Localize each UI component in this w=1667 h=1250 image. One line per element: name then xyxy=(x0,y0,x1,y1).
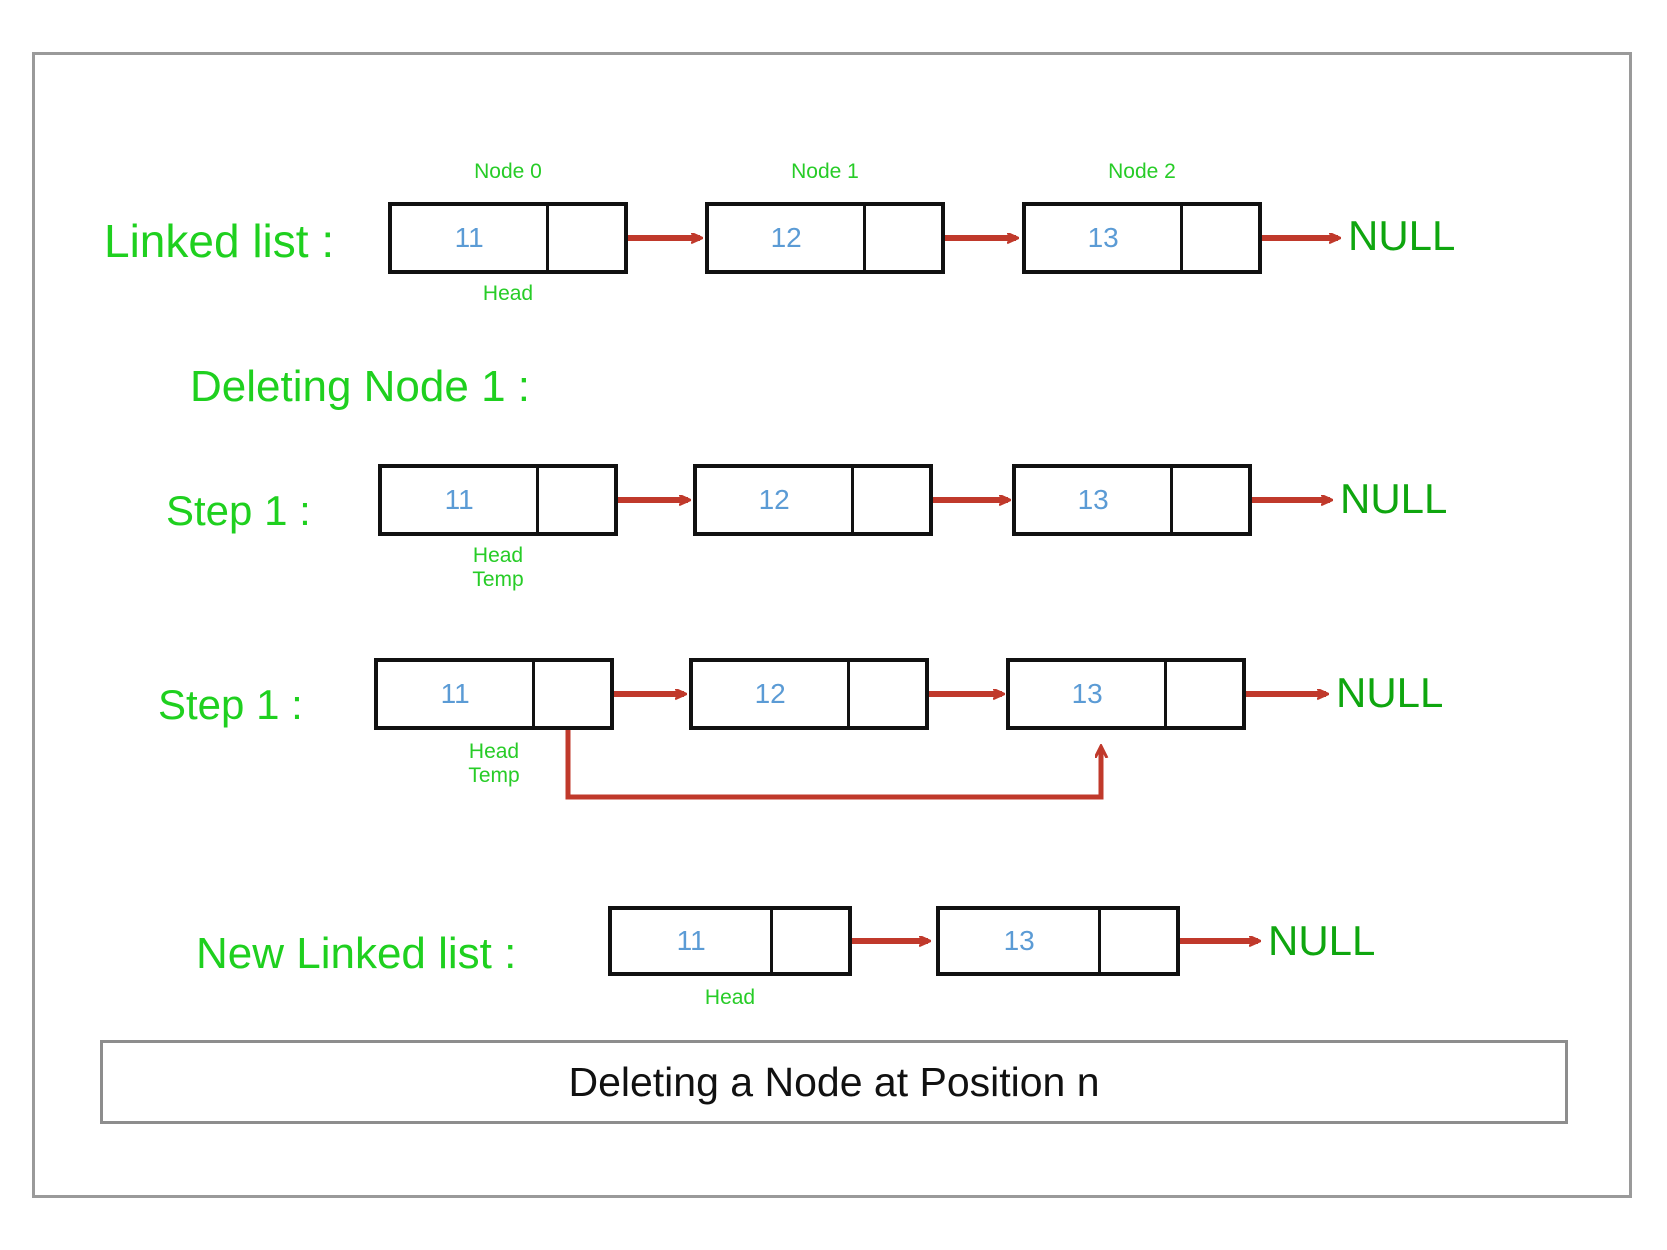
node-data-cell: 11 xyxy=(382,468,540,532)
node-box-row3-2: 13 xyxy=(1006,658,1246,730)
node-box-row1-1: 12 xyxy=(705,202,945,274)
node-caption-node-1: Node 1 xyxy=(791,160,859,183)
node-pointer-cell xyxy=(854,468,929,532)
node-value: 13 xyxy=(1077,484,1109,515)
caption-box: Deleting a Node at Position n xyxy=(100,1040,1568,1124)
node-value: 11 xyxy=(676,925,706,956)
node-box-row2-0: 11 xyxy=(378,464,618,536)
null-label-row2: NULL xyxy=(1340,475,1448,522)
node-pointer-cell xyxy=(549,206,624,270)
node-value: 13 xyxy=(1003,925,1035,956)
node-data-cell: 13 xyxy=(940,910,1102,972)
node-caption-node-0: Node 0 xyxy=(474,160,542,183)
node-value: 13 xyxy=(1071,678,1103,709)
node-value: 12 xyxy=(770,222,802,253)
caption-text: Deleting a Node at Position n xyxy=(568,1058,1100,1105)
node-box-row4-1: 13 xyxy=(936,906,1180,976)
node-data-cell: 13 xyxy=(1016,468,1174,532)
node-box-row3-0: 11 xyxy=(374,658,614,730)
null-label-row1: NULL xyxy=(1348,212,1456,259)
head-pointer-caption-row1: Head xyxy=(482,282,534,305)
row-label-new-linked-list: New Linked list : xyxy=(196,929,517,978)
node-data-cell: 12 xyxy=(693,662,851,726)
node-data-cell: 11 xyxy=(392,206,550,270)
node-data-cell: 12 xyxy=(697,468,855,532)
head-temp-pointer-caption-row3: Head Temp xyxy=(468,740,520,788)
node-data-cell: 13 xyxy=(1026,206,1184,270)
null-label-row4: NULL xyxy=(1268,917,1376,964)
node-pointer-cell xyxy=(1167,662,1242,726)
node-value: 11 xyxy=(444,484,474,515)
null-label-row3: NULL xyxy=(1336,669,1444,716)
node-data-cell: 11 xyxy=(612,910,774,972)
node-box-row4-0: 11 xyxy=(608,906,852,976)
section-heading-deleting-node: Deleting Node 1 : xyxy=(190,362,530,411)
node-value: 13 xyxy=(1087,222,1119,253)
node-caption-node-2: Node 2 xyxy=(1108,160,1176,183)
node-pointer-cell xyxy=(866,206,941,270)
node-box-row2-2: 13 xyxy=(1012,464,1252,536)
node-data-cell: 13 xyxy=(1010,662,1168,726)
node-value: 12 xyxy=(758,484,790,515)
node-pointer-cell xyxy=(1173,468,1248,532)
head-pointer-caption-row4: Head xyxy=(704,986,756,1009)
row-label-step-1-a: Step 1 : xyxy=(166,487,311,534)
node-data-cell: 11 xyxy=(378,662,536,726)
node-box-row3-1: 12 xyxy=(689,658,929,730)
node-value: 12 xyxy=(754,678,786,709)
node-box-row1-0: 11 xyxy=(388,202,628,274)
node-value: 11 xyxy=(440,678,470,709)
node-pointer-cell xyxy=(539,468,614,532)
node-data-cell: 12 xyxy=(709,206,867,270)
node-pointer-cell xyxy=(1101,910,1176,972)
head-temp-pointer-caption-row2: Head Temp xyxy=(472,544,524,592)
row-label-step-1-b: Step 1 : xyxy=(158,681,303,728)
node-box-row2-1: 12 xyxy=(693,464,933,536)
node-pointer-cell xyxy=(535,662,610,726)
node-pointer-cell xyxy=(1183,206,1258,270)
node-box-row1-2: 13 xyxy=(1022,202,1262,274)
row-label-linked-list: Linked list : xyxy=(104,215,335,267)
node-value: 11 xyxy=(454,222,484,253)
node-pointer-cell xyxy=(773,910,848,972)
node-pointer-cell xyxy=(850,662,925,726)
